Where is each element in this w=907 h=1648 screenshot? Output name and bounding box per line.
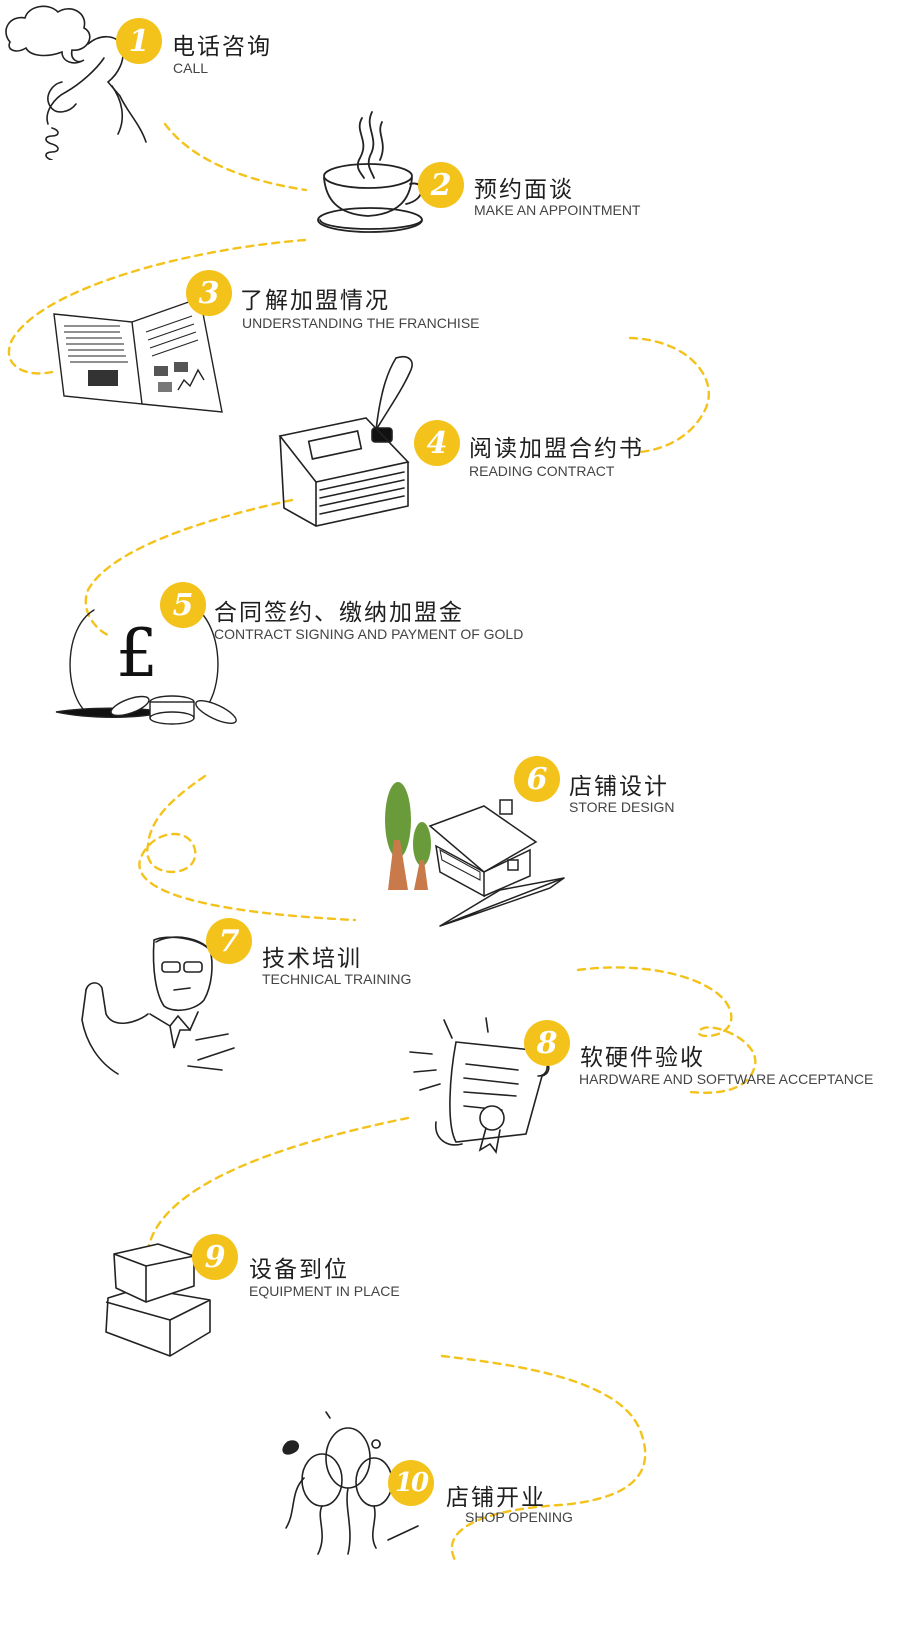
step-number-badge: 9: [192, 1234, 238, 1280]
step-title: 软硬件验收: [580, 1045, 705, 1071]
step-title: 店铺开业: [446, 1485, 546, 1511]
step-title: 电话咨询: [172, 34, 272, 60]
step-subtitle: EQUIPMENT IN PLACE: [249, 1283, 400, 1299]
coffee-cup-icon: [317, 111, 423, 233]
step-title: 合同签约、缴纳加盟金: [214, 600, 464, 626]
step-subtitle: MAKE AN APPOINTMENT: [474, 202, 641, 218]
newspaper-icon: [53, 297, 223, 413]
path-segment-6-8: [576, 966, 757, 1094]
step-number-badge: 1: [116, 18, 162, 64]
step-subtitle: TECHNICAL TRAINING: [262, 971, 412, 987]
step-number-badge: 7: [206, 918, 252, 964]
step-subtitle: UNDERSTANDING THE FRANCHISE: [242, 315, 480, 331]
step-number-badge: 6: [514, 756, 560, 802]
money-bag-icon: £: [55, 605, 237, 725]
step-subtitle: HARDWARE AND SOFTWARE ACCEPTANCE: [579, 1071, 874, 1087]
path-segment-1-2: [163, 122, 308, 192]
step-title: 预约面谈: [474, 177, 574, 203]
step-title: 了解加盟情况: [240, 288, 390, 314]
book-quill-icon: [278, 356, 413, 527]
path-segment-8-9: [145, 1116, 410, 1307]
path-segment-2-3: [7, 238, 307, 375]
step-subtitle: STORE DESIGN: [569, 799, 675, 815]
step-subtitle: CONTRACT SIGNING AND PAYMENT OF GOLD: [214, 626, 524, 642]
step-title: 设备到位: [249, 1257, 349, 1283]
step-subtitle: SHOP OPENING: [465, 1509, 573, 1525]
step-number-badge: 5: [160, 582, 206, 628]
house-design-icon: [385, 782, 565, 927]
step-title: 店铺设计: [569, 774, 669, 800]
step-number-badge: 8: [524, 1020, 570, 1066]
trainer-icon: [81, 936, 235, 1075]
step-title: 技术培训: [262, 946, 362, 972]
path-segment-4-5: [84, 498, 294, 638]
step-title: 阅读加盟合约书: [469, 436, 644, 462]
step-number-badge: 10: [388, 1460, 434, 1506]
svg-text:£: £: [116, 615, 158, 692]
step-number-badge: 3: [186, 270, 232, 316]
path-segment-5-6: [138, 774, 357, 922]
telephone-icon: [5, 5, 147, 160]
step-subtitle: READING CONTRACT: [469, 463, 615, 479]
step-number-badge: 2: [418, 162, 464, 208]
step-subtitle: CALL: [173, 60, 209, 76]
boxes-icon: [105, 1243, 211, 1357]
path-segment-3-4: [628, 336, 711, 454]
balloons-icon: [282, 1411, 419, 1555]
step-number-badge: 4: [414, 420, 460, 466]
path-segment-9-10: [440, 1354, 647, 1562]
